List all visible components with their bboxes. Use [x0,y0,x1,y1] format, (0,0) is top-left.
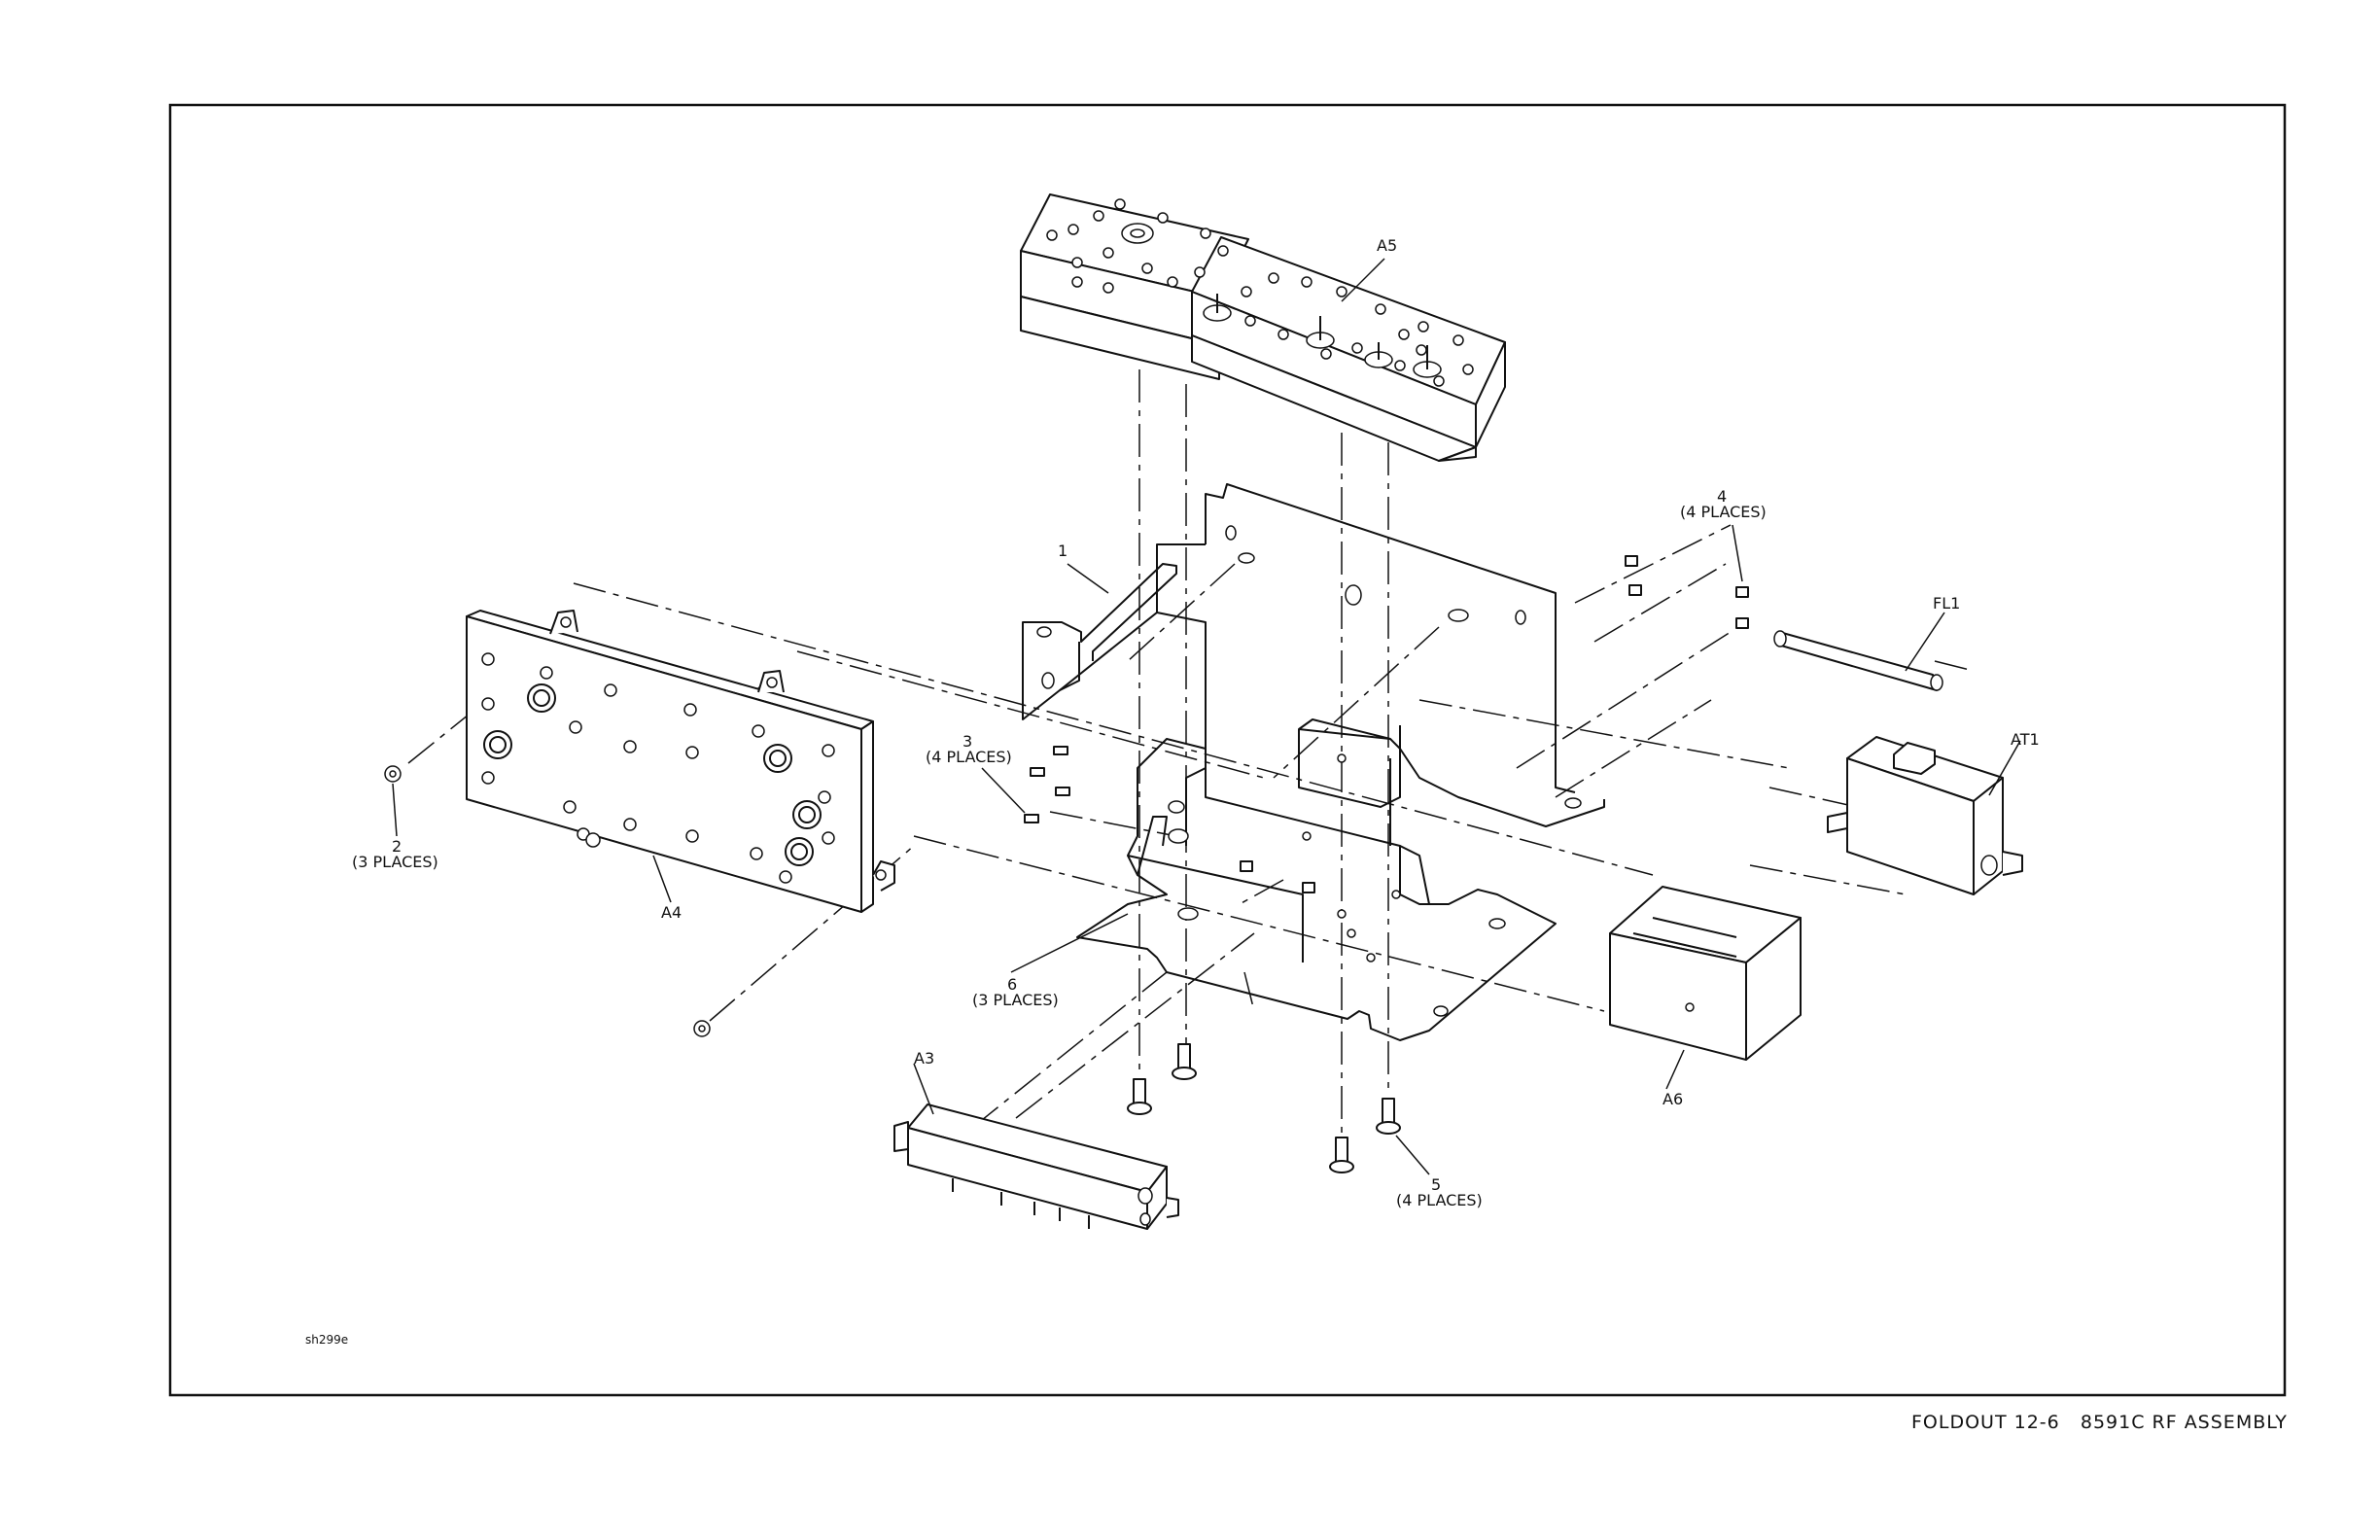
screws-5 [1128,1044,1429,1174]
label-a3: A3 [914,1049,934,1068]
label-fl1: FL1 [1933,594,1960,612]
screw-a4-lower [694,1021,710,1036]
caption-spacer [2060,1412,2081,1433]
screw-2 [385,766,401,836]
drawing-id: sh299e [305,1333,348,1347]
label-a5: A5 [1377,236,1397,255]
label-a6: A6 [1662,1090,1683,1108]
label-part-6-places: (3 PLACES) [972,991,1059,1009]
label-part-5-places: (4 PLACES) [1396,1191,1483,1209]
fl1-filter [1774,612,1944,690]
chassis-base [1077,719,1556,1040]
a6-module [1610,887,1801,1089]
a4-assembly [467,611,894,912]
figure-caption: FOLDOUT 12-6 8591C RF ASSEMBLY [1911,1412,2288,1433]
label-part-2-places: (3 PLACES) [352,853,438,871]
assembly-title: 8591C RF ASSEMBLY [2081,1412,2288,1433]
at1-attenuator [1828,737,2022,894]
label-at1: AT1 [2011,730,2040,749]
label-part-4-places: (4 PLACES) [1680,503,1767,521]
label-part-3-places: (4 PLACES) [926,748,1012,766]
label-a4: A4 [661,903,682,922]
a5-assembly [1021,194,1505,461]
screws-6 [1011,861,1314,972]
foldout-number: FOLDOUT 12-6 [1911,1412,2060,1433]
label-part-1: 1 [1058,542,1068,560]
